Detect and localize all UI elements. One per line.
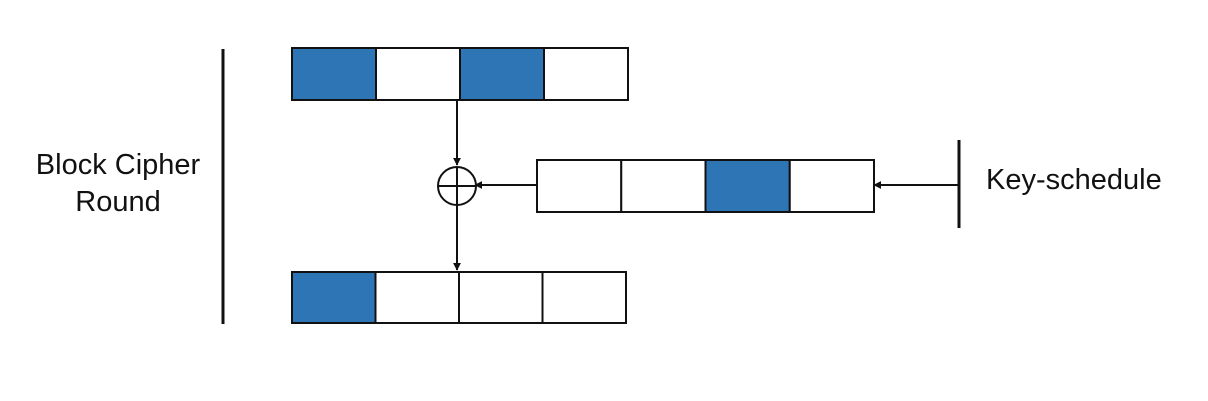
round-key-cell-1-empty: [536, 159, 623, 213]
state-in-cell-4-empty: [543, 47, 629, 101]
round-label-line-2: Round: [75, 186, 161, 218]
state-out-cell-3-empty: [458, 271, 544, 324]
key-schedule-label: Key-schedule: [986, 164, 1162, 196]
state-out-cell-2-empty: [374, 271, 460, 324]
round-key-cell-4-empty: [788, 159, 875, 213]
block-cipher-round-label: Block Cipher Round: [18, 147, 218, 221]
round-key-cell-2-empty: [620, 159, 707, 213]
output-state-register: [291, 271, 627, 324]
state-in-cell-1-filled: [291, 47, 377, 101]
state-out-cell-4-empty: [541, 271, 627, 324]
state-out-cell-1-filled: [291, 271, 377, 324]
round-label-line-1: Block Cipher: [35, 149, 201, 181]
round-key-cell-3-filled: [704, 159, 791, 213]
input-state-register: [291, 47, 629, 101]
round-key-register: [536, 159, 875, 213]
state-in-cell-2-empty: [375, 47, 461, 101]
xor-icon: [437, 166, 477, 206]
state-in-cell-3-filled: [459, 47, 545, 101]
